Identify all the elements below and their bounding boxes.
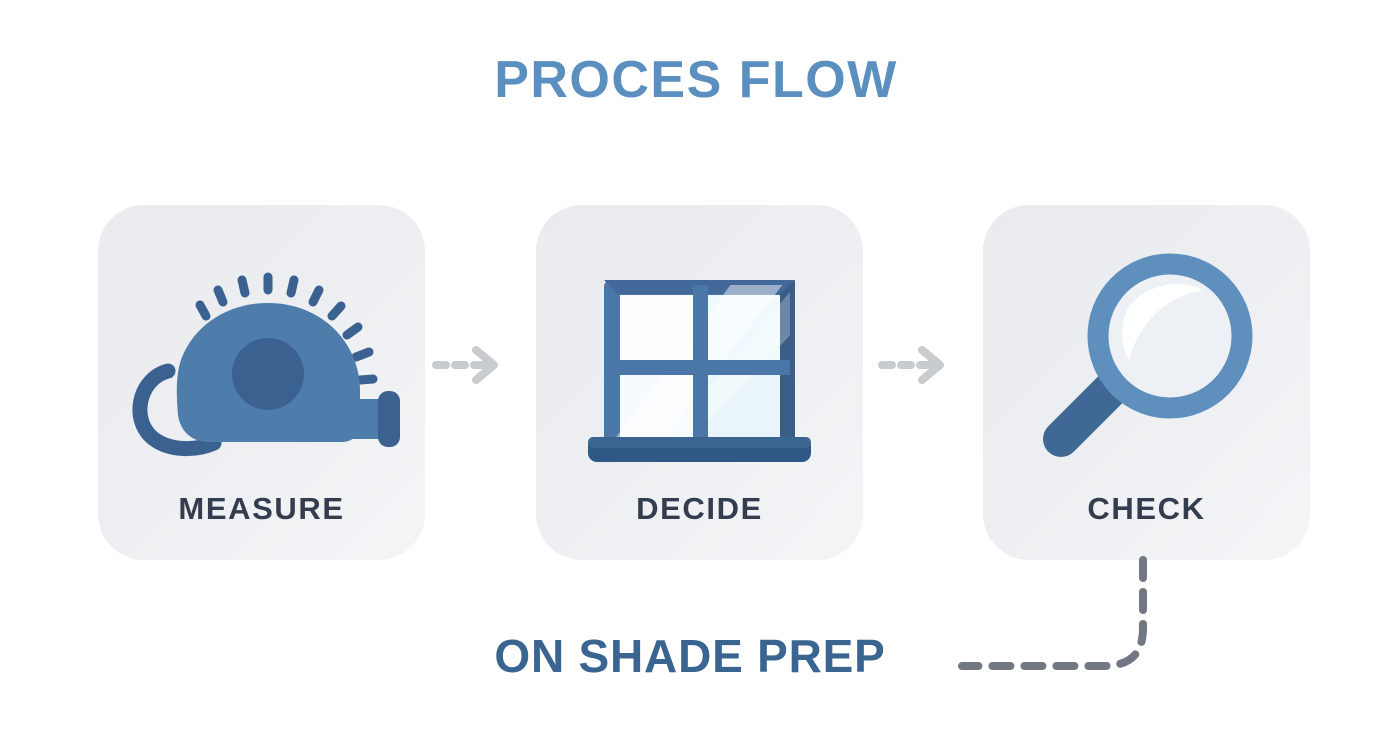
tape-measure-icon bbox=[98, 243, 425, 473]
page-title: PROCES FLOW bbox=[494, 51, 898, 109]
flow-arrow-measure-to-decide bbox=[432, 342, 512, 388]
step-label-decide: DECIDE bbox=[636, 491, 763, 526]
step-card-measure[interactable]: MEASURE bbox=[98, 205, 425, 560]
flow-arrow-decide-to-check bbox=[878, 342, 958, 388]
step-card-check[interactable]: CHECK bbox=[983, 205, 1310, 560]
window-icon bbox=[536, 243, 863, 473]
callout-connector-dashed-elbow bbox=[950, 556, 1180, 686]
step-label-measure: MEASURE bbox=[178, 491, 345, 526]
step-card-decide[interactable]: DECIDE bbox=[536, 205, 863, 560]
step-label-check: CHECK bbox=[1087, 491, 1206, 526]
callout-label: ON SHADE PREP bbox=[494, 630, 886, 682]
magnifying-glass-icon bbox=[983, 243, 1310, 473]
